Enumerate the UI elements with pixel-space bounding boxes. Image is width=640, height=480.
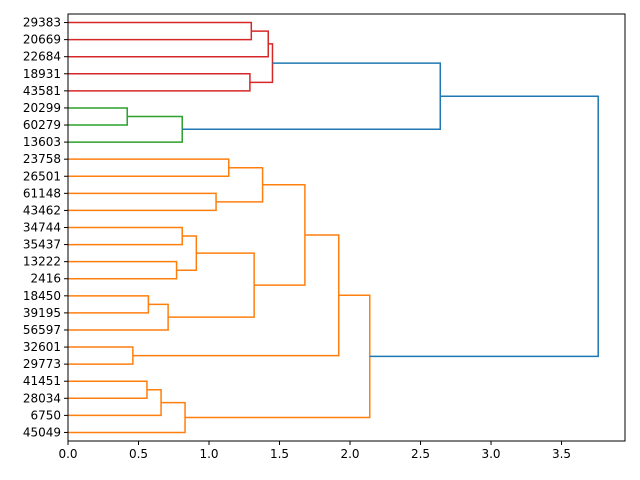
leaf-label: 45049 [23,425,61,439]
leaf-label: 28034 [23,391,61,405]
dendrogram-link [68,303,169,331]
leaf-label: 20669 [23,33,61,47]
leaf-label: 18450 [23,289,61,303]
leaf-label: 41451 [23,374,61,388]
x-tick-label: 1.5 [270,447,289,461]
leaf-label: 39195 [23,306,61,320]
x-axis-ticks: 0.0 0.5 1.0 1.5 2.0 2.5 3.0 3.5 [58,441,571,461]
dendrogram-link [185,294,371,419]
dendrogram-link [68,389,162,417]
leaf-label: 22684 [23,50,61,64]
leaf-label: 56597 [23,323,61,337]
dendrogram-link [182,62,442,131]
dendrogram-link [68,346,134,365]
dendrogram-link [249,43,274,84]
x-tick-label: 2.0 [340,447,359,461]
leaf-label: 23758 [23,152,61,166]
leaf-label: 60279 [23,118,61,132]
dendrogram-link [68,260,178,280]
dendrogram-link [369,95,599,358]
leaf-label: 20299 [23,101,61,115]
dendrogram-link [176,235,198,271]
dendrogram-link [68,158,230,178]
leaf-label: 43462 [23,203,61,217]
leaf-label: 32601 [23,340,61,354]
leaf-label: 2416 [30,272,61,286]
x-tick-label: 3.0 [481,447,500,461]
dendrogram-link [68,401,186,434]
dendrogram-link [216,166,264,203]
leaf-label: 43581 [23,84,61,98]
dendrogram-link [68,107,128,126]
dendrogram-link [68,21,253,41]
leaf-label: 13222 [23,255,61,269]
dendrogram-link [68,226,183,246]
dendrogram-links [68,21,599,434]
leaf-label: 34744 [23,221,61,235]
dendrogram-link [132,234,340,357]
dendrogram-link [254,184,306,286]
leaf-label: 18931 [23,67,61,81]
x-tick-label: 2.5 [411,447,430,461]
leaf-label: 26501 [23,169,61,183]
x-tick-label: 0.5 [129,447,148,461]
x-tick-label: 1.0 [199,447,218,461]
x-tick-label: 3.5 [552,447,571,461]
dendrogram-link [68,73,251,92]
dendrogram-link [68,30,269,58]
leaf-label: 29383 [23,16,61,30]
leaf-label: 29773 [23,357,61,371]
dendrogram-link [68,380,148,400]
dendrogram-link [68,115,183,143]
y-axis-ticks: 29383 20669 22684 18931 43581 20299 60279 13603… [23,16,68,439]
leaf-label: 61148 [23,186,61,200]
dendrogram-link [168,252,255,318]
leaf-label: 13603 [23,135,61,149]
leaf-label: 35437 [23,238,61,252]
dendrogram-link [68,295,150,314]
dendrogram-link [68,192,217,212]
x-tick-label: 0.0 [58,447,77,461]
leaf-label: 6750 [30,408,61,422]
